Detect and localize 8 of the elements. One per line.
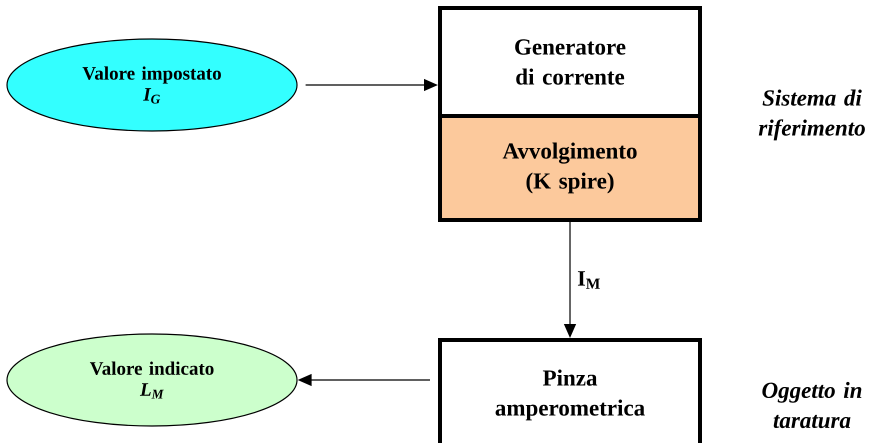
ellipse-node: Valore impostato I$_{G}$ [6, 38, 298, 132]
process-box: Generatore di corrente [438, 6, 702, 118]
process-box: Pinza amperometrica [438, 338, 702, 443]
process-box: Avvolgimento (K spire) [438, 114, 702, 222]
side-label: Sistema di riferimento [758, 90, 865, 140]
ellipse-node: Valore indicato L$_{M}$ [6, 333, 298, 427]
side-label: Oggetto in taratura [762, 382, 862, 428]
edge-label: I$_{M}$ [576, 270, 602, 290]
